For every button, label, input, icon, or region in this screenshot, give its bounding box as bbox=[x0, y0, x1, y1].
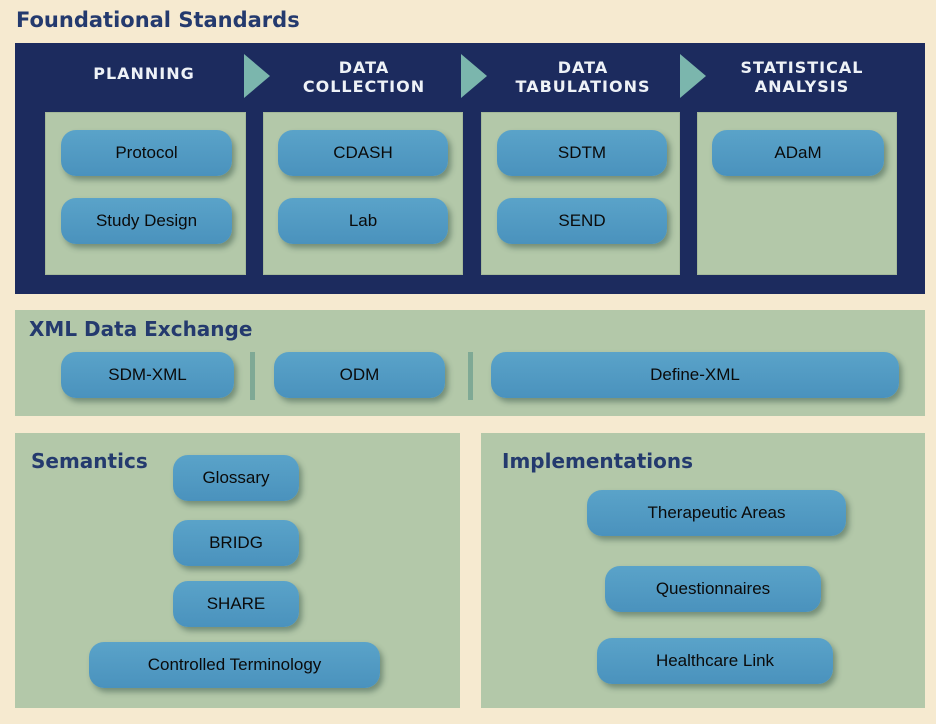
healthcare-link-button[interactable]: Healthcare Link bbox=[597, 638, 833, 684]
glossary-button[interactable]: Glossary bbox=[173, 455, 299, 501]
questionnaires-button[interactable]: Questionnaires bbox=[605, 566, 821, 612]
arrow-right-icon bbox=[244, 54, 270, 98]
foundational-standards-title: Foundational Standards bbox=[16, 8, 300, 32]
sdtm-button[interactable]: SDTM bbox=[497, 130, 667, 176]
lab-button[interactable]: Lab bbox=[278, 198, 448, 244]
odm-button[interactable]: ODM bbox=[274, 352, 445, 398]
bridg-button[interactable]: BRIDG bbox=[173, 520, 299, 566]
arrow-right-icon bbox=[461, 54, 487, 98]
cdash-button[interactable]: CDASH bbox=[278, 130, 448, 176]
phase-label-statistical-analysis: STATISTICAL ANALYSIS bbox=[740, 58, 864, 96]
protocol-button[interactable]: Protocol bbox=[61, 130, 232, 176]
controlled-terminology-button[interactable]: Controlled Terminology bbox=[89, 642, 380, 688]
arrow-right-icon bbox=[680, 54, 706, 98]
phase-label-data-collection: DATA COLLECTION bbox=[302, 58, 426, 96]
therapeutic-areas-button[interactable]: Therapeutic Areas bbox=[587, 490, 846, 536]
adam-button[interactable]: ADaM bbox=[712, 130, 884, 176]
share-button[interactable]: SHARE bbox=[173, 581, 299, 627]
phase-label-data-tabulations: DATA TABULATIONS bbox=[515, 58, 651, 96]
semantics-title: Semantics bbox=[31, 449, 148, 473]
implementations-title: Implementations bbox=[502, 449, 694, 473]
phase-label-planning: PLANNING bbox=[93, 64, 195, 83]
xml-data-exchange-title: XML Data Exchange bbox=[29, 317, 253, 341]
send-button[interactable]: SEND bbox=[497, 198, 667, 244]
divider bbox=[250, 352, 255, 400]
define-xml-button[interactable]: Define-XML bbox=[491, 352, 899, 398]
study-design-button[interactable]: Study Design bbox=[61, 198, 232, 244]
sdm-xml-button[interactable]: SDM-XML bbox=[61, 352, 234, 398]
divider bbox=[468, 352, 473, 400]
